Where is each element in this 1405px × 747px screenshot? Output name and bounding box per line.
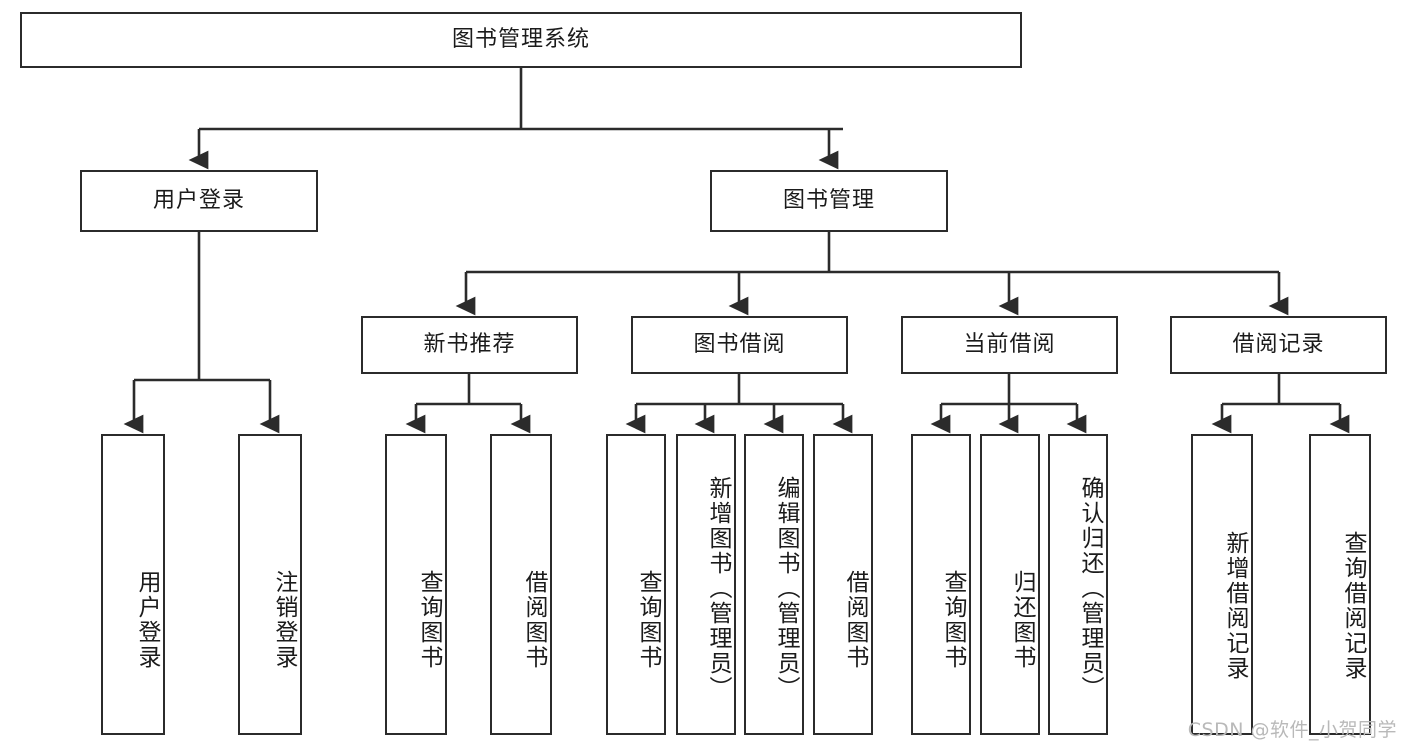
node-root-book-management-system[interactable]: 图书管理系统 [20,12,1022,68]
node-label: 新增借阅记录 [1222,530,1248,681]
node-label: 查询借阅记录 [1340,530,1366,681]
edges-book-manage-to-level3 [455,232,1289,316]
node-label: 图书管理 [782,187,875,213]
node-label: 用户登录 [134,569,160,670]
leaf-query-borrow-record[interactable]: 查询借阅记录 [1309,434,1371,735]
node-label: 图书管理系统 [451,26,590,52]
edges-new-book-recommend-to-leaves [405,374,531,434]
edges-user-login-to-leaves [123,232,280,434]
edges-root-to-level2 [188,68,843,170]
leaf-query-book-current[interactable]: 查询图书 [911,434,971,735]
node-label: 当前借阅 [963,331,1056,357]
node-label: 查询图书 [416,569,442,670]
leaf-user-login[interactable]: 用户登录 [101,434,165,735]
node-user-login[interactable]: 用户登录 [80,170,318,232]
node-label: 查询图书 [940,569,966,670]
node-borrow-record[interactable]: 借阅记录 [1170,316,1387,374]
leaf-confirm-return[interactable]: 确认归还（管理员） [1048,434,1108,735]
edges-current-borrow-to-leaves [930,374,1087,434]
node-label: 新增图书（管理员） [705,476,731,701]
node-new-book-recommend[interactable]: 新书推荐 [361,316,578,374]
node-book-manage[interactable]: 图书管理 [710,170,948,232]
leaf-logout[interactable]: 注销登录 [238,434,302,735]
csdn-watermark: CSDN @软件_小贺同学 [1187,719,1397,741]
node-label: 确认归还（管理员） [1077,476,1103,701]
node-label: 图书借阅 [693,331,786,357]
node-label: 注销登录 [271,569,297,670]
leaf-query-book-recommend[interactable]: 查询图书 [385,434,447,735]
node-label: 借阅记录 [1232,331,1325,357]
leaf-return-book[interactable]: 归还图书 [980,434,1040,735]
leaf-borrow-book[interactable]: 借阅图书 [813,434,873,735]
edges-book-borrow-to-leaves [625,374,853,434]
leaf-borrow-book-recommend[interactable]: 借阅图书 [490,434,552,735]
leaf-edit-book[interactable]: 编辑图书（管理员） [744,434,804,735]
node-book-borrow[interactable]: 图书借阅 [631,316,848,374]
node-label: 借阅图书 [842,569,868,670]
node-label: 归还图书 [1009,569,1035,670]
node-label: 查询图书 [635,569,661,670]
leaf-add-borrow-record[interactable]: 新增借阅记录 [1191,434,1253,735]
node-label: 编辑图书（管理员） [773,476,799,701]
node-current-borrow[interactable]: 当前借阅 [901,316,1118,374]
node-label: 用户登录 [152,187,245,213]
node-label: 新书推荐 [423,331,516,357]
node-label: 借阅图书 [521,569,547,670]
edges-borrow-record-to-leaves [1211,374,1350,434]
leaf-add-book[interactable]: 新增图书（管理员） [676,434,736,735]
leaf-query-book-borrow[interactable]: 查询图书 [606,434,666,735]
